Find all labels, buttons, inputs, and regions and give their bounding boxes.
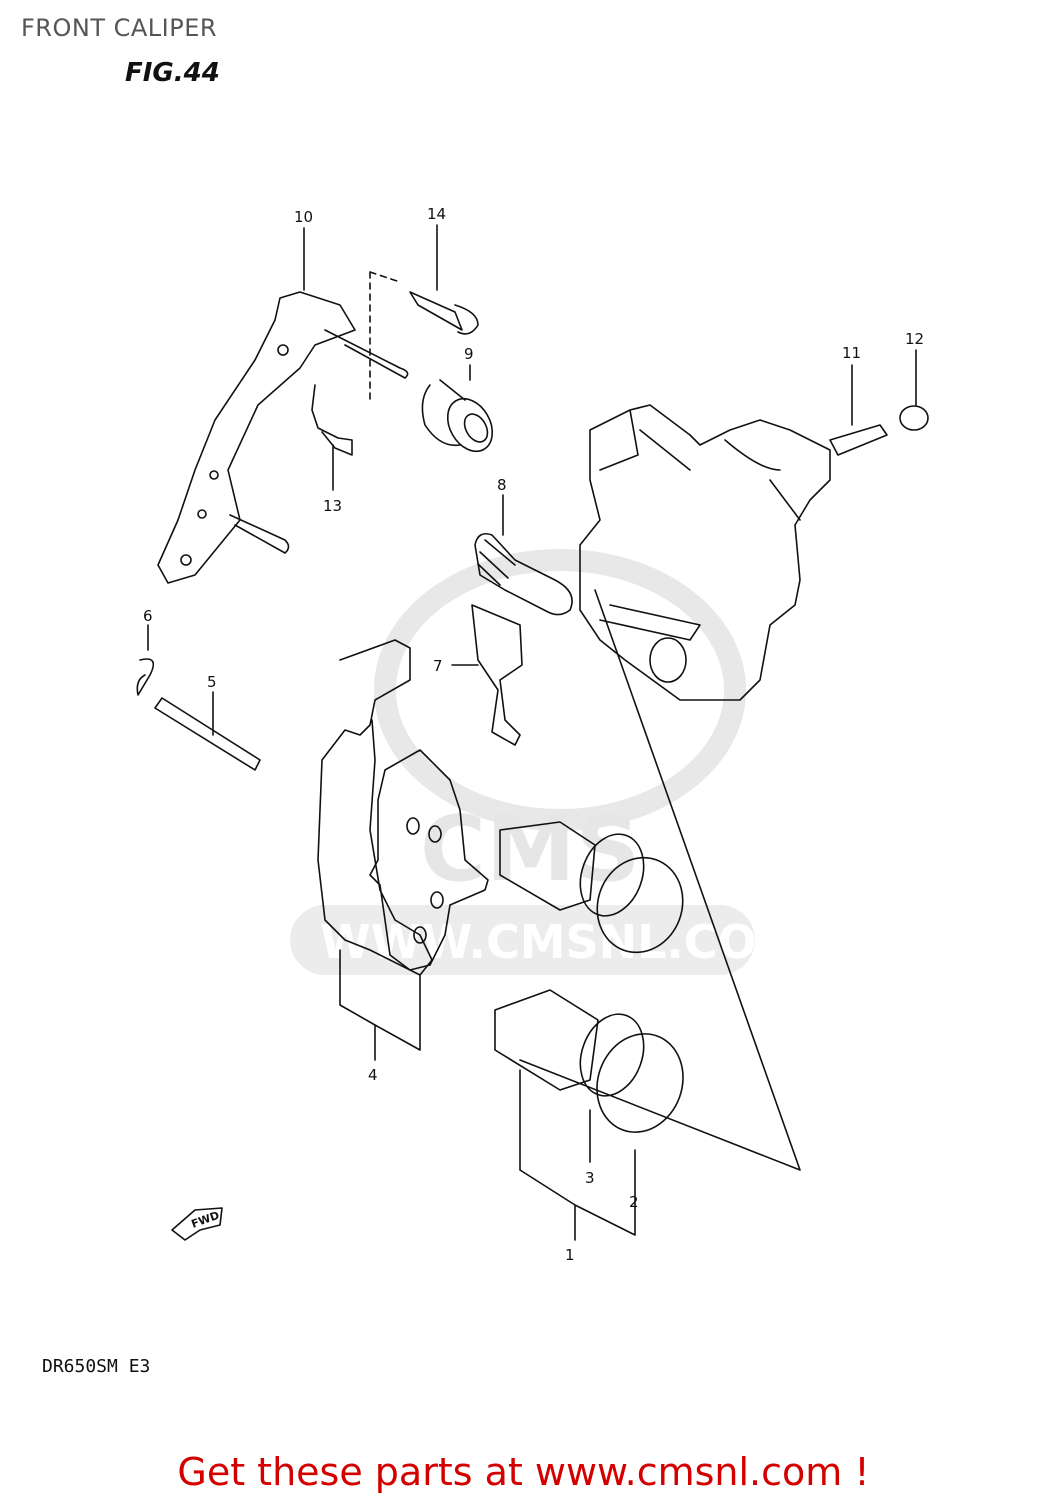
watermark: CMS WWW.CMSNL.COM: [290, 549, 803, 975]
callout-11: 11: [842, 344, 861, 362]
callout-6: 6: [143, 607, 153, 625]
assembly-outline: [519, 589, 801, 1171]
guide-line: [369, 271, 401, 401]
fwd-badge: [171, 1207, 223, 1241]
callout-13: 13: [323, 497, 342, 515]
callout-10: 10: [294, 208, 313, 226]
slide-pin: [474, 532, 573, 616]
bleeder-screw: [829, 424, 888, 456]
pad-pin: [154, 697, 261, 771]
callout-3: 3: [585, 1169, 595, 1187]
caliper-body: [579, 404, 831, 701]
callout-8: 8: [497, 476, 507, 494]
page-title: FRONT CALIPER: [21, 14, 218, 42]
bleeder-cap: [899, 405, 929, 431]
callout-1: 1: [565, 1246, 575, 1264]
model-label: DR650SM E3: [42, 1356, 151, 1377]
pin-clip: [136, 658, 155, 696]
caliper-bracket: [157, 291, 409, 584]
leader-lines: [147, 224, 917, 1241]
pad-spring-clip: [311, 384, 353, 456]
callout-2: 2: [629, 1193, 639, 1211]
pad-shim: [471, 604, 523, 746]
callout-12: 12: [905, 330, 924, 348]
callout-9: 9: [464, 345, 474, 363]
brake-pads: [317, 639, 489, 976]
callout-14: 14: [427, 205, 446, 223]
pistons: [494, 821, 684, 1133]
dust-boot: [421, 379, 494, 453]
callout-5: 5: [207, 673, 217, 691]
footer-link[interactable]: Get these parts at www.cmsnl.com !: [177, 1450, 870, 1494]
bolt: [409, 291, 479, 335]
watermark-logo-text: CMS: [420, 797, 640, 902]
figure-label: FIG.44: [125, 58, 220, 88]
callout-4: 4: [368, 1066, 378, 1084]
exploded-parts-diagram: CMS WWW.CMSNL.COM: [136, 205, 929, 1264]
callout-7: 7: [433, 657, 443, 675]
